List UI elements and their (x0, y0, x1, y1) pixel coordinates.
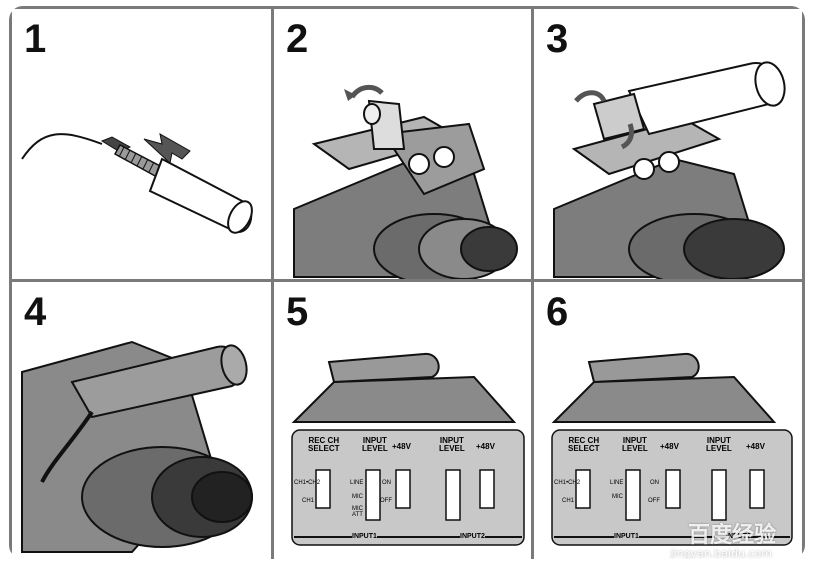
holder-open-illustration (293, 85, 518, 279)
ch1ch2-label: CH1•CH2 (294, 480, 321, 486)
ch1-label: CH1 (562, 498, 575, 504)
watermark-text: 百度经验 (687, 523, 776, 548)
p48v-label: +48V (392, 442, 411, 451)
rec-ch-select-label: REC CH SELECT (308, 436, 340, 453)
on-label: ON (650, 480, 659, 486)
divider (271, 9, 274, 559)
input2-label: INPUT2 (726, 533, 751, 540)
line-label: LINE (350, 480, 364, 486)
microphone-mount-illustration (553, 61, 786, 279)
rec-ch-select-label: REC CH SELECT (568, 436, 600, 453)
input-level-2-label: INPUT LEVEL (706, 436, 732, 453)
input-level-2-label: INPUT LEVEL (439, 436, 465, 453)
step-6-panel: 6 REC CH SELECT INPUT LEVEL +48V INPUT L… (534, 282, 802, 559)
step-4-panel: 4 (12, 282, 271, 559)
audio-switches-illustration-6 (551, 352, 793, 546)
mic-label: MIC (612, 494, 623, 500)
step-number: 1 (24, 17, 47, 61)
step-1-panel: 1 (12, 9, 271, 279)
step-3-panel: 3 (534, 9, 802, 279)
ch1-label: CH1 (302, 498, 315, 504)
step-number: 4 (24, 290, 47, 334)
step-number: 5 (286, 290, 309, 334)
on-label: ON (382, 480, 391, 486)
step-number: 3 (546, 17, 569, 61)
audio-switches-illustration-5 (291, 352, 525, 546)
off-label: OFF (648, 498, 660, 504)
input1-label: INPUT1 (614, 533, 639, 540)
p48v-label: +48V (660, 442, 679, 451)
mic-label: MIC (352, 494, 363, 500)
input2-label: INPUT2 (460, 533, 485, 540)
microphone-insert-illustration (21, 133, 253, 234)
line-label: LINE (610, 480, 624, 486)
step-number: 6 (546, 290, 569, 334)
step-5-panel: 5 REC CH SELECT INPUT LEVEL +48V INPUT L… (274, 282, 531, 559)
diagram-frame: 1 2 (9, 6, 805, 559)
input-level-label: INPUT LEVEL (622, 436, 648, 453)
cable-connect-illustration (21, 340, 253, 553)
mic-att-label: MIC ATT (352, 506, 363, 518)
step-2-panel: 2 (274, 9, 531, 279)
divider (531, 9, 534, 559)
divider (12, 279, 802, 282)
watermark-url: jingyan.baidu.com (670, 547, 772, 559)
input-level-label: INPUT LEVEL (362, 436, 388, 453)
ch1ch2-label: CH1•CH2 (554, 480, 581, 486)
p48v-2-label: +48V (476, 442, 495, 451)
p48v-2-label: +48V (746, 442, 765, 451)
input1-label: INPUT1 (352, 533, 377, 540)
step-number: 2 (286, 17, 309, 61)
off-label: OFF (380, 498, 392, 504)
